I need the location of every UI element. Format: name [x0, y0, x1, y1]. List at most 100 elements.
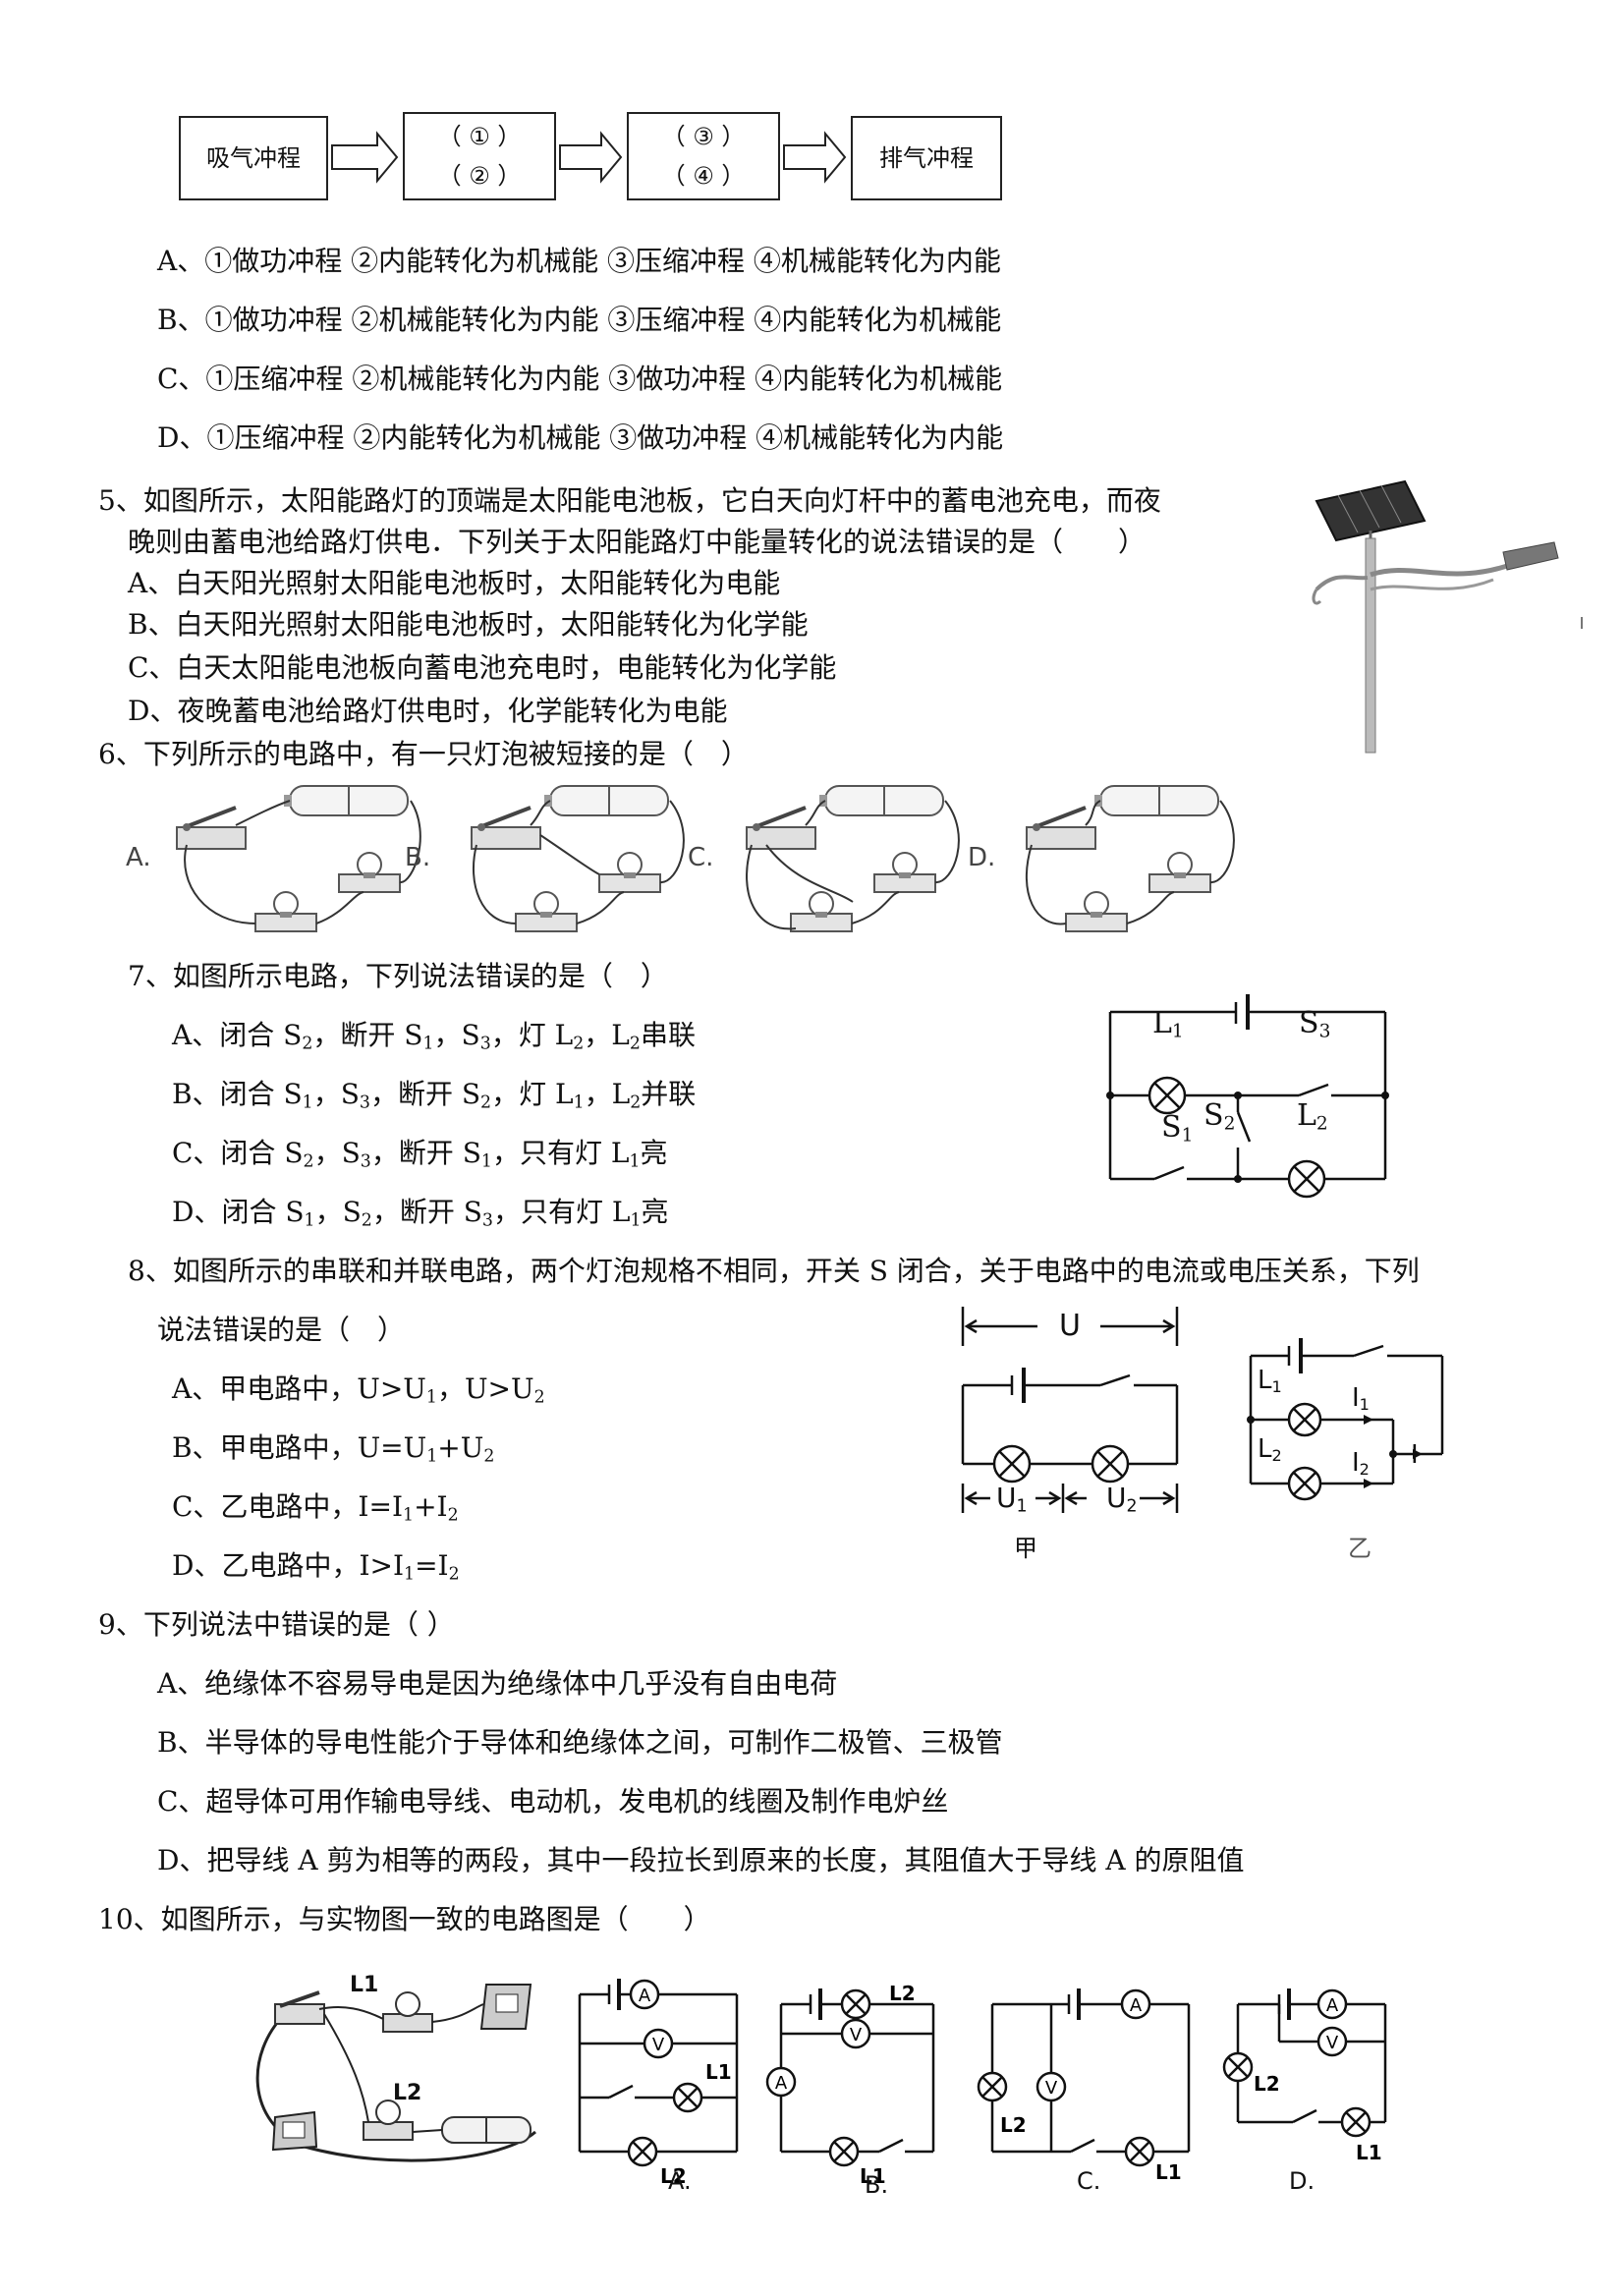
q9-option-c[interactable]: C、超导体可用作输电导线、电动机，发电机的线圈及制作电炉丝 [157, 1785, 949, 1818]
q4-option-d[interactable]: D、①压缩冲程 ②内能转化为机械能 ③做功冲程 ④机械能转化为内能 [157, 421, 1004, 454]
q10c-switch [1070, 2138, 1095, 2154]
q8-option-a[interactable]: A、甲电路中，U>U1，U>U2 [172, 1372, 545, 1408]
q8-option-d[interactable]: D、乙电路中，I>I1=I2 [172, 1549, 460, 1585]
q9-option-b[interactable]: B、半导体的导电性能介于导体和绝缘体之间，可制作二极管、三极管 [157, 1726, 1003, 1759]
q6-label-d[interactable]: D. [968, 843, 996, 872]
q10-image-label-l1: L1 [350, 1973, 379, 1997]
q10b-ammeter-text: A [775, 2073, 788, 2094]
q10a-voltmeter-text: V [652, 2035, 665, 2055]
q4-option-b[interactable]: B、①做功冲程 ②机械能转化为内能 ③压缩冲程 ④内能转化为机械能 [157, 304, 1002, 336]
q10a-ammeter-text: A [639, 1986, 651, 2006]
q7-stem: 7、如图所示电路，下列说法错误的是（ ） [128, 960, 668, 992]
q8-label-jia: 甲 [1014, 1535, 1037, 1562]
q4-option-a[interactable]: A、①做功冲程 ②内能转化为机械能 ③压缩冲程 ④机械能转化为内能 [157, 245, 1001, 277]
q7-circuit-diagram [1106, 994, 1389, 1199]
q5-option-d[interactable]: D、夜晚蓄电池给路灯供电时，化学能转化为电能 [128, 695, 728, 727]
q10b-lamp-l2-cross [845, 1993, 867, 2015]
q10d-label-l2: L2 [1254, 2072, 1280, 2096]
q10d-ammeter-text: A [1326, 1995, 1339, 2016]
q8-series-circuit-diagram [961, 1307, 1179, 1513]
q10-label-c[interactable]: C. [1077, 2167, 1101, 2195]
q7-option-a[interactable]: A、闭合 S2，断开 S1，S3，灯 L2，L2串联 [172, 1019, 696, 1054]
q8-label-l1: L1 [1258, 1366, 1282, 1397]
q8-label-i2: I2 [1352, 1448, 1370, 1480]
q10a-label-l2: L2 [660, 2164, 687, 2188]
flow-arrow-1 [331, 131, 399, 184]
q10-image-label-l2: L2 [393, 2081, 422, 2105]
solar-street-lamp-image [1312, 479, 1583, 754]
q9-option-a[interactable]: A、绝缘体不容易导电是因为绝缘体中几乎没有自由电荷 [157, 1667, 838, 1700]
q10d-switch [1292, 2108, 1317, 2124]
q8-label-i1: I1 [1352, 1383, 1370, 1415]
flow-arrow-3 [783, 131, 847, 184]
q5-option-c[interactable]: C、白天太阳能电池板向蓄电池充电时，电能转化为化学能 [128, 651, 837, 684]
q7-label-s3: S3 [1299, 1006, 1331, 1042]
q8-parallel-circuit-diagram [1247, 1338, 1444, 1501]
q7-option-d[interactable]: D、闭合 S1，S2，断开 S3，只有灯 L1亮 [172, 1196, 669, 1231]
q6-label-a[interactable]: A. [126, 843, 151, 872]
q6-label-b[interactable]: B. [405, 843, 431, 872]
q7-label-l1: L1 [1152, 1006, 1184, 1042]
q10c-ammeter-text: A [1130, 1995, 1143, 2016]
q6-circuit-d [1025, 785, 1235, 932]
q6-circuit-a [175, 785, 421, 932]
q10c-lamp-l1-cross [1129, 2141, 1150, 2162]
q7-label-s1: S1 [1161, 1110, 1194, 1147]
q10d-lamp-l2-cross [1227, 2056, 1249, 2078]
q10a-label-l1: L1 [705, 2060, 732, 2084]
q10-label-b[interactable]: B. [865, 2171, 889, 2199]
q10d-voltmeter-text: V [1326, 2033, 1339, 2053]
q10b-lamp-l1-cross [833, 2141, 855, 2162]
q7-option-c[interactable]: C、闭合 S2，S3，断开 S1，只有灯 L1亮 [172, 1137, 668, 1172]
flow-box-stroke-3-4: （ ③ ） （ ④ ） [627, 112, 780, 200]
q7-option-b[interactable]: B、闭合 S1，S3，断开 S2，灯 L1，L2并联 [172, 1078, 697, 1113]
q10b-label-l1: L1 [860, 2164, 886, 2188]
q8-option-c[interactable]: C、乙电路中，I=I1+I2 [172, 1490, 459, 1526]
q6-circuit-images [175, 785, 1235, 932]
q10a-switch [608, 2084, 634, 2100]
q10b-voltmeter-text: V [850, 2025, 863, 2045]
q9-option-d[interactable]: D、把导线 A 剪为相等的两段，其中一段拉长到原来的长度，其阻值大于导线 A 的… [157, 1844, 1245, 1876]
q8-label-l2: L2 [1258, 1434, 1282, 1466]
flow-box-intake: 吸气冲程 [179, 116, 328, 200]
q8-label-yi: 乙 [1348, 1535, 1371, 1562]
flow-arrows [331, 131, 847, 184]
q8-label-i: I [1411, 1440, 1419, 1470]
q8-label-u: U [1059, 1309, 1081, 1343]
q10d-lamp-l1-cross [1345, 2111, 1367, 2133]
q4-option-c[interactable]: C、①压缩冲程 ②机械能转化为内能 ③做功冲程 ④内能转化为机械能 [157, 363, 1003, 395]
flow-arrow-2 [559, 131, 623, 184]
q6-circuit-b [470, 785, 685, 932]
q10-label-a[interactable]: A. [668, 2167, 692, 2195]
q10a-lamp-l2-cross [632, 2141, 653, 2162]
q5-stem-line2: 晚则由蓄电池给路灯供电．下列关于太阳能路灯中能量转化的说法错误的是（ ） [128, 526, 1147, 558]
flow-box-stroke-1-2: （ ① ） （ ② ） [403, 112, 556, 200]
q8-label-u2: U2 [1106, 1482, 1138, 1517]
q8-option-b[interactable]: B、甲电路中，U=U1+U2 [172, 1431, 495, 1467]
q7-label-l2: L2 [1297, 1098, 1328, 1135]
q6-label-c[interactable]: C. [688, 843, 714, 872]
q10-physical-circuit-image [255, 1984, 536, 2162]
q7-label-s2: S2 [1203, 1098, 1236, 1135]
q10d-label-l1: L1 [1356, 2141, 1382, 2164]
q8-label-u1: U1 [996, 1482, 1028, 1517]
q8-stem-line2: 说法错误的是（ ） [157, 1314, 406, 1346]
q5-option-b[interactable]: B、白天阳光照射太阳能电池板时，太阳能转化为化学能 [128, 608, 809, 641]
flow-box-exhaust: 排气冲程 [851, 116, 1002, 200]
q10-stem: 10、如图所示，与实物图一致的电路图是（ ） [98, 1903, 711, 1935]
q10c-label-l2: L2 [1000, 2113, 1027, 2137]
q10c-lamp-l2-cross [981, 2076, 1003, 2098]
q10b-label-l2: L2 [889, 1982, 916, 2005]
q9-stem: 9、下列说法中错误的是（ ） [98, 1608, 455, 1641]
q10c-label-l1: L1 [1155, 2160, 1182, 2184]
q10a-lamp-l1-cross [677, 2087, 699, 2108]
q10-label-d[interactable]: D. [1289, 2167, 1315, 2195]
q5-stem-line1: 5、如图所示，太阳能路灯的顶端是太阳能电池板，它白天向灯杆中的蓄电池充电，而夜 [98, 484, 1161, 517]
q10b-switch [878, 2138, 904, 2154]
q6-stem: 6、下列所示的电路中，有一只灯泡被短接的是（ ） [98, 738, 749, 770]
q6-circuit-c [745, 785, 960, 932]
q8-stem-line1: 8、如图所示的串联和并联电路，两个灯泡规格不相同，开关 S 闭合，关于电路中的电… [128, 1255, 1420, 1287]
q10c-voltmeter-text: V [1045, 2078, 1058, 2099]
q5-option-a[interactable]: A、白天阳光照射太阳能电池板时，太阳能转化为电能 [128, 567, 781, 599]
